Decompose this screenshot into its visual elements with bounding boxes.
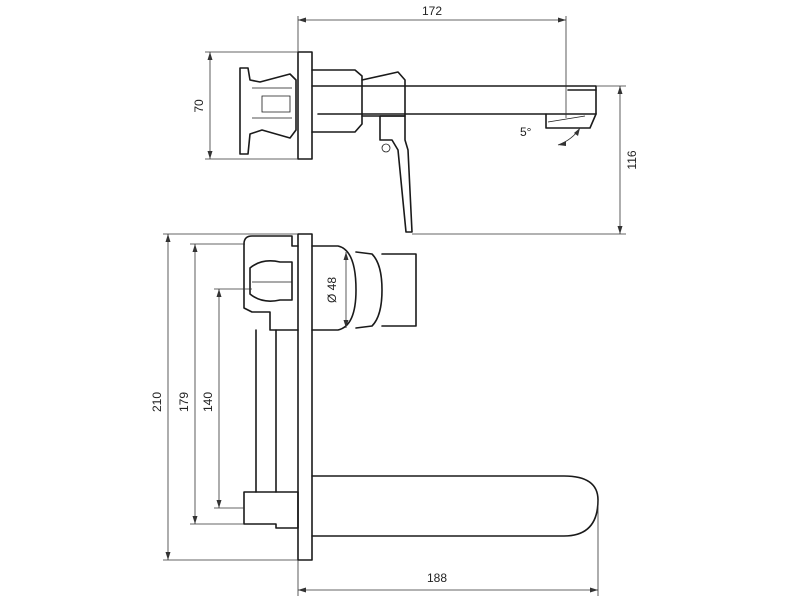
dim-172-label: 172 [422,4,442,18]
side-lever-pin [381,143,391,153]
side-handle-detail [252,87,292,119]
dim-140-label: 140 [201,392,215,412]
front-wall-plate [297,233,313,561]
dim-188-label: 188 [427,571,447,585]
side-collar [361,71,406,117]
side-spout-outlet [545,89,597,129]
dim-140: 140 [201,288,252,509]
front-mixer-body [311,245,357,331]
dim-diameter-label: Ø 48 [325,277,339,303]
dim-179: 179 [177,243,244,525]
front-spout [311,475,599,537]
dim-angle: 5° [520,125,581,146]
side-wall-plate [297,51,313,160]
dim-angle-label: 5° [520,125,532,139]
front-connection-bottom [243,491,299,529]
front-valve [249,260,293,302]
front-handle-grip [381,253,417,327]
dim-70: 70 [192,51,298,160]
dim-188: 188 [297,500,599,596]
front-view: Ø 48 210 179 140 [150,233,599,596]
side-body [311,69,363,133]
dim-70-label: 70 [192,99,206,113]
front-pipe [255,329,277,493]
dim-210-label: 210 [150,392,164,412]
dim-116: 116 [412,85,639,235]
side-handle [239,67,297,155]
dim-116-label: 116 [625,150,639,169]
front-connection-top [243,235,299,247]
side-mixer-lever [379,115,413,233]
side-outlet-angle-line [547,115,586,123]
dim-diameter: Ø 48 [325,252,349,328]
side-view: 172 70 116 5° [192,4,639,235]
dim-179-label: 179 [177,392,191,412]
dim-210: 210 [150,233,298,561]
dim-172: 172 [297,4,567,118]
side-spout [311,85,597,115]
front-connection-left [243,243,299,331]
front-cartridge [355,251,383,329]
